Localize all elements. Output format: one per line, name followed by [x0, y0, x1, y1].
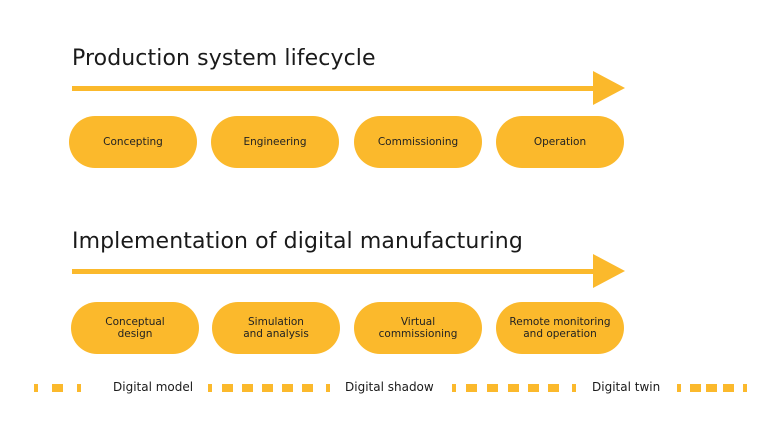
stage-remote-monitoring: Remote monitoring and operation — [496, 302, 624, 354]
dash-marker — [262, 384, 273, 392]
dash-marker — [222, 384, 233, 392]
stage-label: Concepting — [103, 136, 163, 148]
stage-commissioning: Commissioning — [354, 116, 482, 168]
dash-marker — [208, 384, 212, 392]
dash-marker — [282, 384, 293, 392]
dash-marker — [508, 384, 519, 392]
arrow-shaft — [72, 86, 597, 91]
dash-marker — [548, 384, 559, 392]
stage-label: Virtual commissioning — [378, 316, 458, 340]
dash-marker — [487, 384, 498, 392]
dash-marker — [466, 384, 477, 392]
digital-manufacturing-heading: Implementation of digital manufacturing — [72, 229, 523, 254]
dash-marker — [706, 384, 717, 392]
stage-operation: Operation — [496, 116, 624, 168]
lifecycle-arrow — [72, 71, 625, 105]
dash-marker — [743, 384, 747, 392]
stage-label: Remote monitoring and operation — [509, 316, 611, 340]
stage-label: Operation — [533, 136, 587, 148]
digital-maturity-scale: Digital model Digital shadow Digital twi… — [0, 377, 768, 397]
dash-marker — [723, 384, 734, 392]
digital-manufacturing-arrow — [72, 254, 625, 288]
dash-marker — [326, 384, 330, 392]
dash-marker — [242, 384, 253, 392]
arrow-shaft — [72, 269, 597, 274]
stage-label: Engineering — [243, 136, 307, 148]
stage-concepting: Concepting — [69, 116, 197, 168]
dash-marker — [528, 384, 539, 392]
stage-label: Simulation and analysis — [243, 316, 309, 340]
dash-marker — [677, 384, 681, 392]
dash-marker — [34, 384, 38, 392]
stage-engineering: Engineering — [211, 116, 339, 168]
dash-marker — [452, 384, 456, 392]
stage-virtual-commissioning: Virtual commissioning — [354, 302, 482, 354]
stage-simulation-analysis: Simulation and analysis — [212, 302, 340, 354]
stage-label: Commissioning — [377, 136, 459, 148]
arrow-head-icon — [593, 71, 625, 105]
stage-label: Conceptual design — [105, 316, 165, 340]
dash-marker — [572, 384, 576, 392]
stage-conceptual-design: Conceptual design — [71, 302, 199, 354]
dash-marker — [77, 384, 81, 392]
dash-marker — [302, 384, 313, 392]
legend-digital-twin: Digital twin — [592, 380, 661, 394]
dash-marker — [52, 384, 63, 392]
lifecycle-heading: Production system lifecycle — [72, 46, 376, 71]
dash-marker — [690, 384, 701, 392]
legend-digital-model: Digital model — [113, 380, 194, 394]
arrow-head-icon — [593, 254, 625, 288]
legend-digital-shadow: Digital shadow — [345, 380, 434, 394]
